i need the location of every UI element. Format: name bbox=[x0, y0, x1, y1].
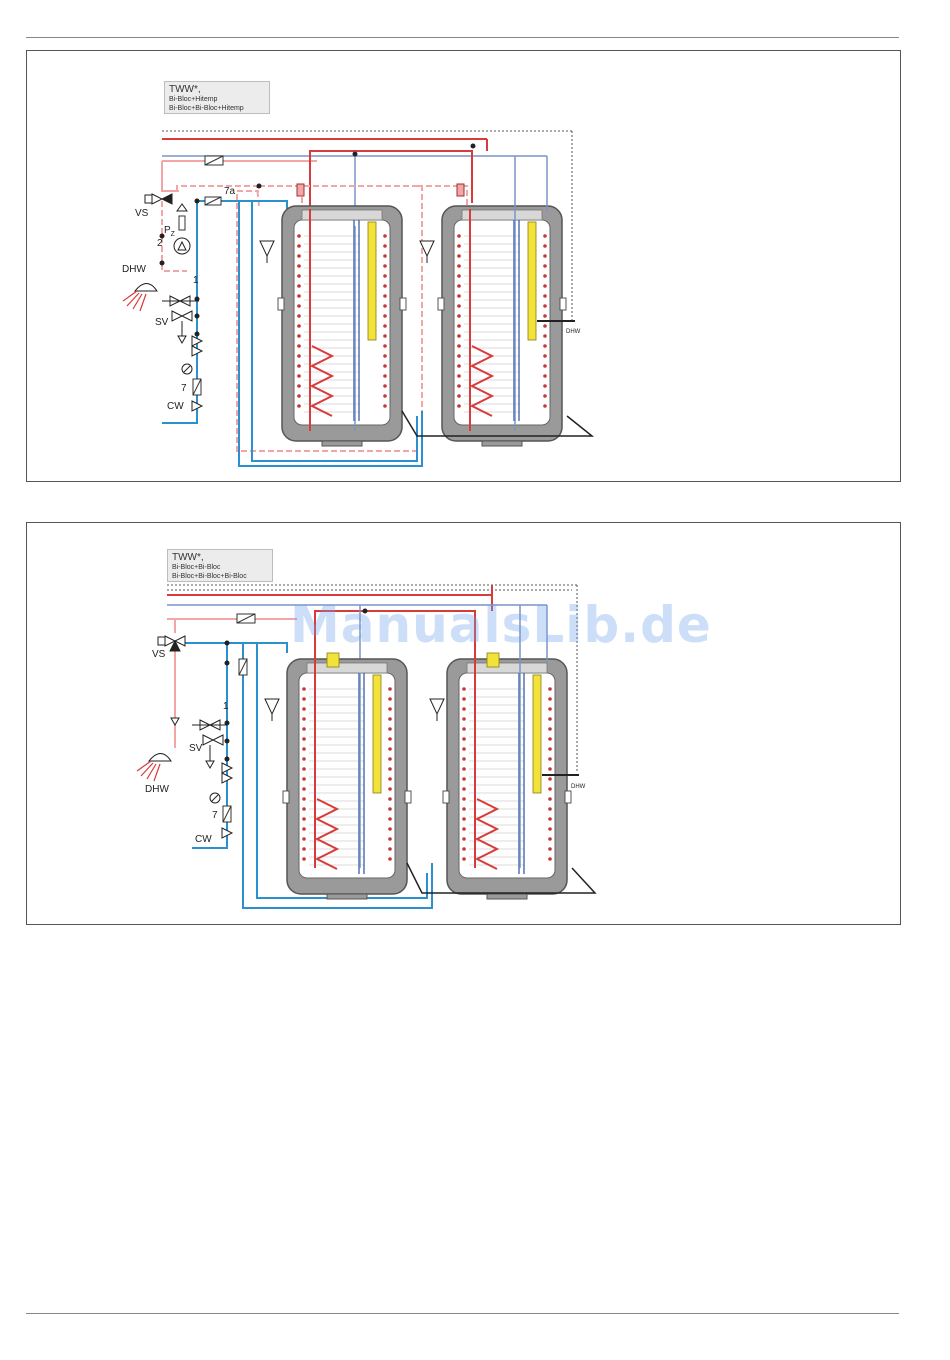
storage-tank-1 bbox=[278, 206, 406, 446]
legend-line-1: TWW*, bbox=[172, 552, 268, 563]
label-7: 7 bbox=[181, 383, 187, 394]
storage-tank-2 bbox=[438, 206, 566, 446]
label-cw: CW bbox=[195, 834, 212, 845]
legend-line-3: Bi-Bloc+Bi-Bloc+Hitemp bbox=[169, 104, 265, 113]
diagram-panel-1: TWW*, Bi-Bloc+Hitemp Bi-Bloc+Bi-Bloc+Hit… bbox=[26, 50, 901, 482]
label-vs: VS bbox=[152, 649, 165, 660]
label-7a: 7a bbox=[224, 186, 235, 197]
label-7: 7 bbox=[212, 810, 218, 821]
label-vs: VS bbox=[135, 208, 148, 219]
storage-tank-3 bbox=[283, 653, 411, 899]
legend-line-2: Bi-Bloc+Hitemp bbox=[169, 95, 265, 104]
label-dhw: DHW bbox=[145, 784, 169, 795]
legend-box-1: TWW*, Bi-Bloc+Hitemp Bi-Bloc+Bi-Bloc+Hit… bbox=[164, 81, 270, 114]
watermark: ManualsLib.de bbox=[290, 596, 712, 654]
diagram-panel-2: TWW*, Bi-Bloc+Bi-Bloc Bi-Bloc+Bi-Bloc+Bi… bbox=[26, 522, 901, 925]
label-1: 1 bbox=[223, 701, 229, 712]
label-1: 1 bbox=[193, 275, 199, 286]
schematic-2 bbox=[27, 523, 900, 924]
legend-line-1: TWW*, bbox=[169, 84, 265, 95]
legend-line-3: Bi-Bloc+Bi-Bloc+Bi-Bloc bbox=[172, 572, 268, 581]
top-rule bbox=[26, 37, 899, 38]
bottom-rule bbox=[26, 1313, 899, 1314]
label-sv: SV bbox=[189, 743, 202, 754]
label-t-dhw: DHW bbox=[566, 329, 580, 335]
label-pz-sub: Z bbox=[171, 231, 175, 238]
label-pz: PZ bbox=[164, 225, 175, 238]
label-cw: CW bbox=[167, 401, 184, 412]
label-t-dhw: DHW bbox=[571, 784, 585, 790]
label-2: 2 bbox=[157, 238, 163, 249]
schematic-1 bbox=[27, 51, 900, 481]
legend-line-2: Bi-Bloc+Bi-Bloc bbox=[172, 563, 268, 572]
label-pz-main: P bbox=[164, 225, 171, 236]
label-dhw: DHW bbox=[122, 264, 146, 275]
legend-box-2: TWW*, Bi-Bloc+Bi-Bloc Bi-Bloc+Bi-Bloc+Bi… bbox=[167, 549, 273, 582]
label-sv: SV bbox=[155, 317, 168, 328]
